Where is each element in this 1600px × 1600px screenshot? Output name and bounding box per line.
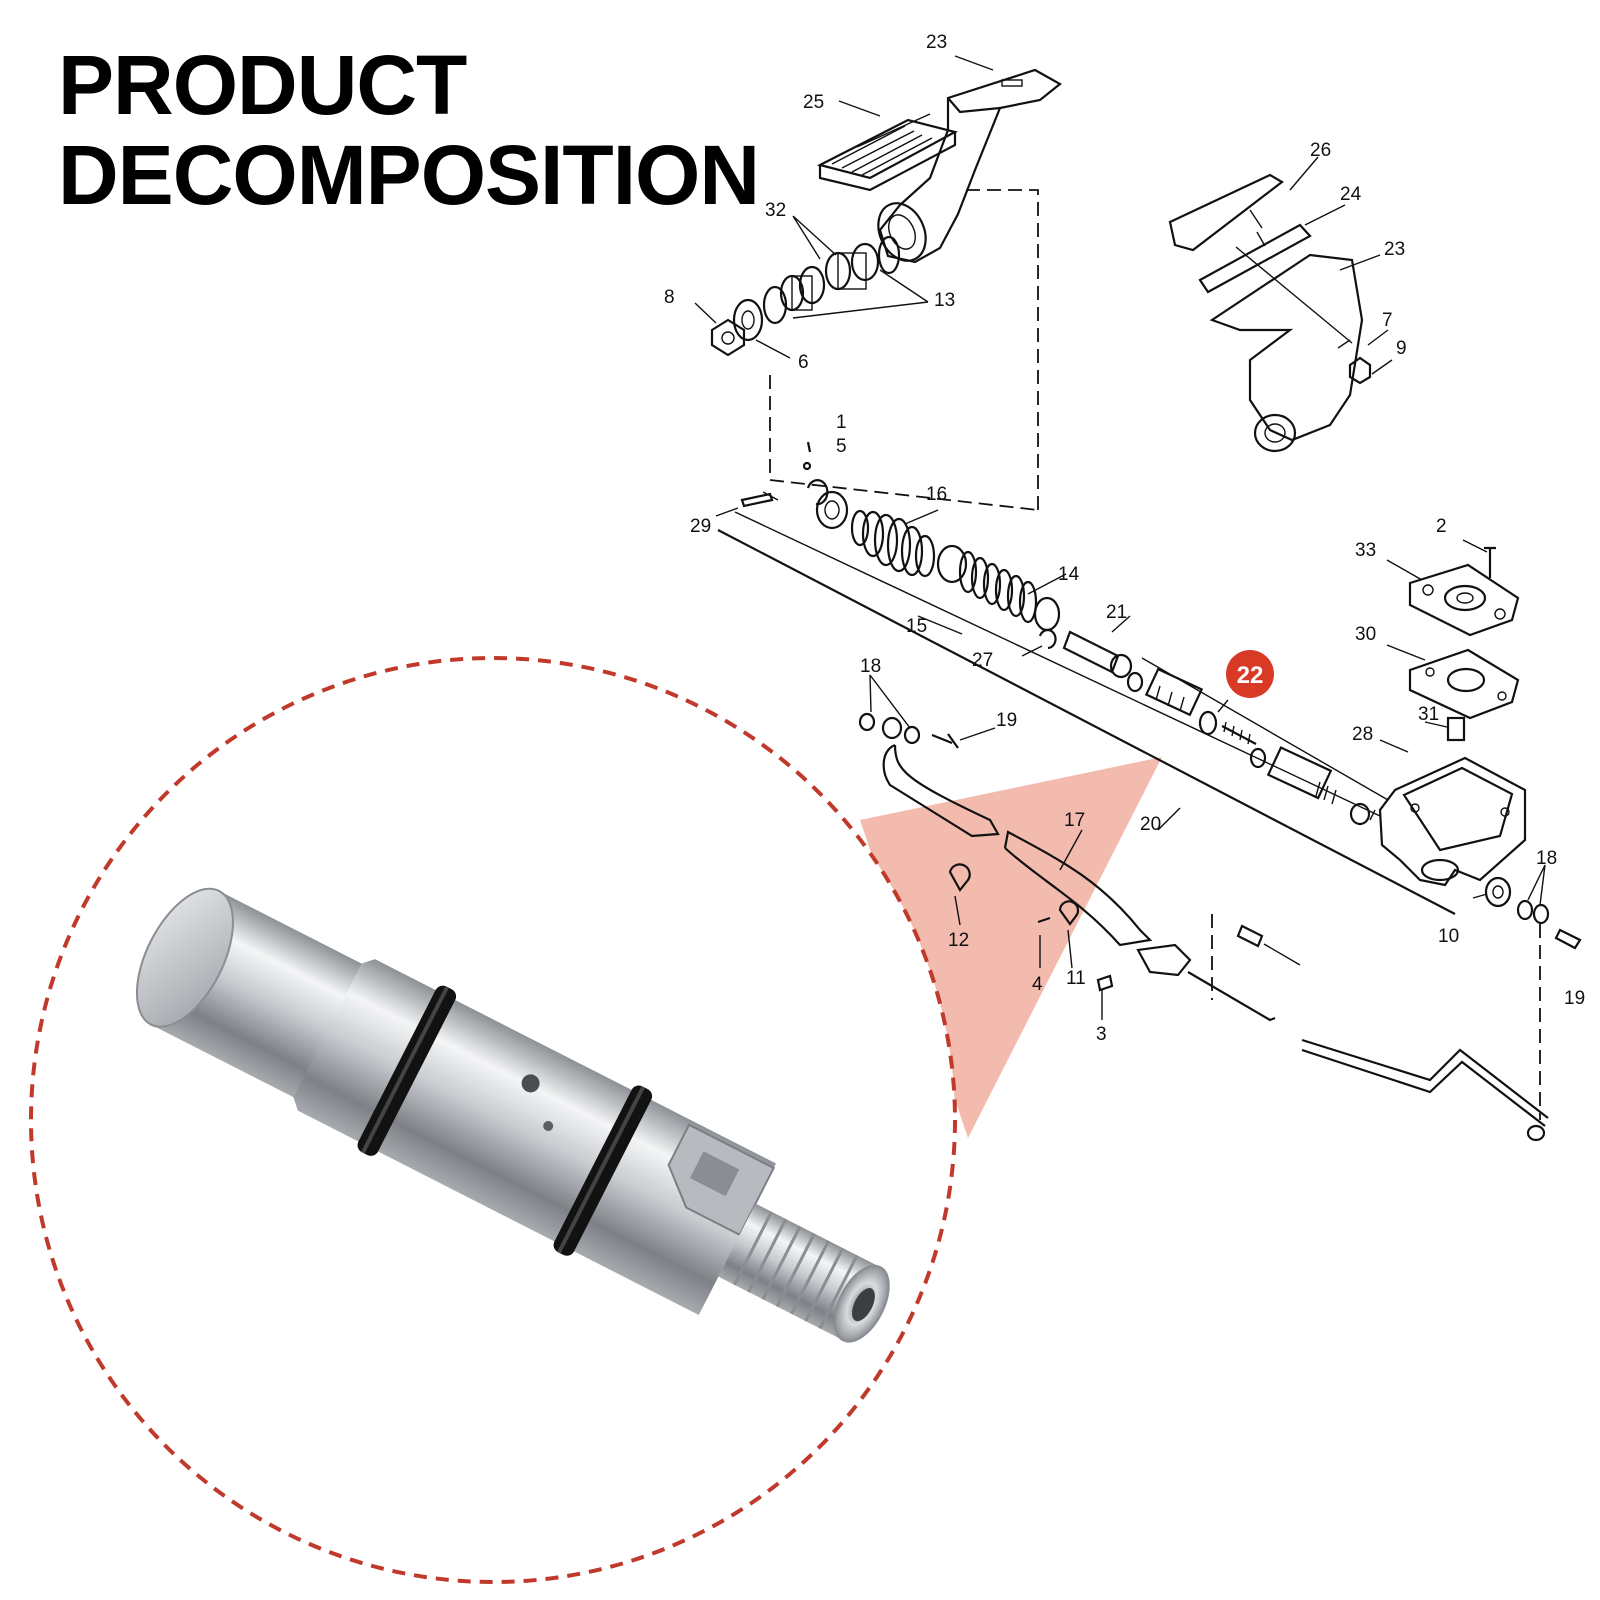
part-label: 5 (836, 436, 847, 457)
piston-22-internals: 22 (1126, 650, 1389, 826)
part-label: 19 (1564, 988, 1585, 1009)
part-label: 8 (664, 287, 675, 308)
part-label: 29 (690, 516, 711, 537)
dust-boot (850, 509, 936, 578)
part-label: 19 (996, 710, 1017, 731)
part-label: 18 (1536, 848, 1557, 869)
part-label: 32 (765, 200, 786, 221)
part-label: 13 (934, 290, 955, 311)
part-label: 14 (1058, 564, 1080, 585)
title-line-1: PRODUCT (58, 38, 467, 132)
part-label: 24 (1340, 184, 1362, 205)
part-label: 17 (1064, 810, 1085, 831)
alternate-pedal-assembly (1168, 156, 1393, 453)
part-label: 12 (948, 930, 969, 951)
part-label: 18 (860, 656, 881, 677)
callout-badge-22: 22 (1237, 662, 1264, 689)
brake-pedal-assembly (694, 55, 1062, 511)
part-number-labels: 23 25 32 13 8 6 1 5 29 16 14 15 27 21 26… (664, 32, 1585, 1045)
hose-and-hardware (858, 674, 1549, 1142)
part-label: 1 (836, 412, 847, 433)
part-label: 27 (972, 650, 993, 671)
part-label: 30 (1355, 624, 1376, 645)
part-label: 33 (1355, 540, 1376, 561)
return-spring (958, 550, 1038, 624)
part-label: 7 (1382, 310, 1393, 331)
part-label: 31 (1418, 704, 1439, 725)
part-label: 21 (1106, 602, 1127, 623)
part-label: 4 (1032, 974, 1043, 995)
part-label: 9 (1396, 338, 1407, 359)
part-label: 6 (798, 352, 809, 373)
part-label: 20 (1140, 814, 1161, 835)
page-title: PRODUCT DECOMPOSITION (58, 38, 760, 222)
part-label: 15 (906, 616, 927, 637)
part-label: 10 (1438, 926, 1459, 947)
part-label: 28 (1352, 724, 1373, 745)
title-line-2: DECOMPOSITION (58, 128, 760, 222)
piston-photo (135, 887, 890, 1343)
part-label: 23 (926, 32, 947, 53)
callout-wedge (860, 757, 1162, 1138)
part-label: 26 (1310, 140, 1331, 161)
part-label: 25 (803, 92, 824, 113)
part-label: 11 (1066, 968, 1086, 989)
part-label: 16 (926, 484, 947, 505)
part-label: 23 (1384, 239, 1405, 260)
part-label: 3 (1096, 1024, 1107, 1045)
part-label: 2 (1436, 516, 1447, 537)
master-cylinder-body (1378, 539, 1582, 1120)
